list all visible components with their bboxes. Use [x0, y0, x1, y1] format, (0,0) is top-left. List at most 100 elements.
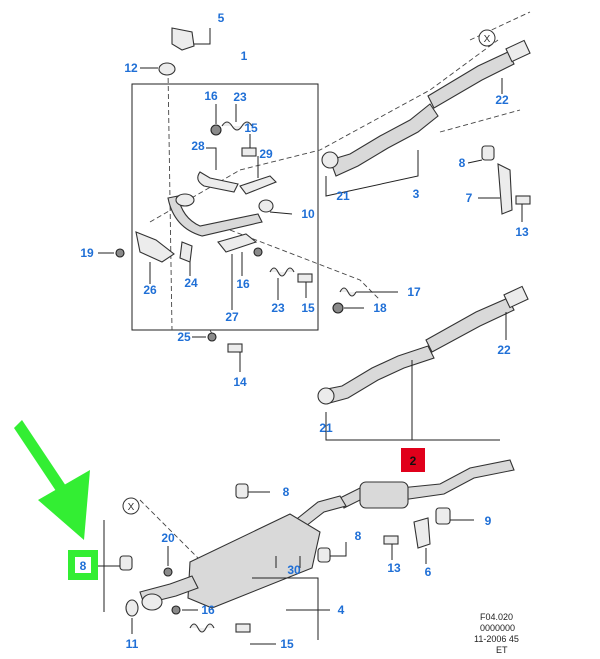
callout-11: 11: [126, 637, 139, 651]
callout-28: 28: [191, 139, 205, 153]
nut: [171, 605, 181, 615]
catalytic-converter: [427, 51, 515, 109]
gasket: [258, 199, 274, 213]
highlight-box-8-inner: [75, 557, 91, 573]
callout-7: 7: [466, 191, 473, 205]
dash-line: [139, 499, 201, 561]
intermediate-pipe: [321, 345, 435, 405]
bolt: [227, 343, 243, 353]
leader-line: [206, 147, 217, 170]
callout-15a: 15: [244, 121, 258, 135]
view-marker-label: X: [128, 502, 135, 513]
intermediate-pipe: [329, 103, 439, 177]
view-marker-label: X: [484, 34, 491, 45]
callout-13b: 13: [387, 561, 401, 575]
gasket: [158, 62, 176, 76]
callout-12: 12: [124, 61, 138, 75]
rubber-hanger: [119, 555, 133, 571]
nut: [115, 248, 125, 258]
spring: [221, 121, 253, 131]
spring: [189, 623, 215, 633]
rubber-hanger: [317, 547, 331, 563]
pipe-flange: [175, 193, 195, 207]
hanger-bracket: [413, 517, 431, 549]
pipe-flange: [141, 593, 163, 611]
pipe-flange: [505, 39, 531, 63]
leader-line: [194, 28, 211, 45]
leader-line: [252, 577, 319, 640]
dash-line: [229, 229, 381, 301]
flex-pipe: [239, 175, 277, 195]
bolt: [383, 535, 399, 545]
bolt: [235, 623, 251, 633]
pipe-flange: [317, 387, 335, 405]
callout-25: 25: [177, 330, 191, 344]
bolt: [297, 273, 313, 283]
callout-26: 26: [143, 283, 157, 297]
highlight-box-2: [401, 448, 425, 472]
footer-date: 11-2006 45: [474, 634, 519, 644]
callout-17: 17: [407, 285, 421, 299]
callout-30: 30: [287, 563, 301, 577]
bolt: [515, 195, 531, 205]
callout-8d: 8: [80, 559, 87, 573]
callout-20: 20: [161, 531, 175, 545]
heat-shield: [135, 231, 175, 263]
leader-line: [467, 159, 483, 164]
heat-shield: [217, 233, 258, 253]
footer-code: F04.020: [480, 612, 513, 622]
callout-22b: 22: [497, 343, 511, 357]
callout-2: 2: [410, 454, 417, 468]
leader-line: [325, 412, 500, 441]
callout-8c: 8: [355, 529, 362, 543]
gasket: [125, 599, 139, 617]
spring: [339, 287, 357, 297]
footer-number: 0000000: [480, 623, 515, 633]
heat-shield-bracket: [171, 27, 195, 51]
callout-27: 27: [225, 310, 239, 324]
callout-8b: 8: [283, 485, 290, 499]
callout-10: 10: [301, 207, 315, 221]
rubber-hanger: [235, 483, 249, 499]
callout-8a: 8: [459, 156, 466, 170]
hanger-bracket: [497, 163, 513, 215]
callout-23a: 23: [233, 90, 247, 104]
nut: [332, 302, 344, 314]
nut: [163, 567, 173, 577]
callout-16b: 16: [236, 277, 250, 291]
bolt: [241, 147, 257, 157]
rubber-hanger: [435, 507, 451, 525]
nut: [207, 332, 217, 342]
view-marker: [122, 497, 140, 515]
leader-line: [330, 542, 347, 557]
green-arrow-icon: [14, 420, 90, 540]
group-1-bracket: [131, 83, 319, 331]
callout-6: 6: [425, 565, 432, 579]
leader-line: [325, 150, 419, 197]
callout-18: 18: [373, 301, 387, 315]
callout-5: 5: [218, 11, 225, 25]
callout-4: 4: [338, 603, 345, 617]
callout-16c: 16: [201, 603, 215, 617]
front-muffler: [187, 513, 321, 609]
callout-16a: 16: [204, 89, 218, 103]
bracket: [179, 241, 193, 263]
callout-14: 14: [233, 375, 247, 389]
flex-pipe: [197, 171, 239, 193]
callout-24: 24: [184, 276, 198, 290]
dash-line: [439, 109, 521, 133]
callout-1: 1: [241, 49, 248, 63]
pipe-flange: [321, 151, 339, 169]
pipe-flange: [503, 285, 529, 309]
callout-3: 3: [413, 187, 420, 201]
callout-13a: 13: [515, 225, 529, 239]
footer-region: ET: [496, 645, 508, 655]
callout-22a: 22: [495, 93, 509, 107]
dash-line: [149, 39, 499, 223]
callout-21a: 21: [336, 189, 350, 203]
catalytic-converter: [425, 297, 515, 353]
callout-23b: 23: [271, 301, 285, 315]
view-marker: [478, 29, 496, 47]
rear-muffler: [359, 481, 409, 509]
